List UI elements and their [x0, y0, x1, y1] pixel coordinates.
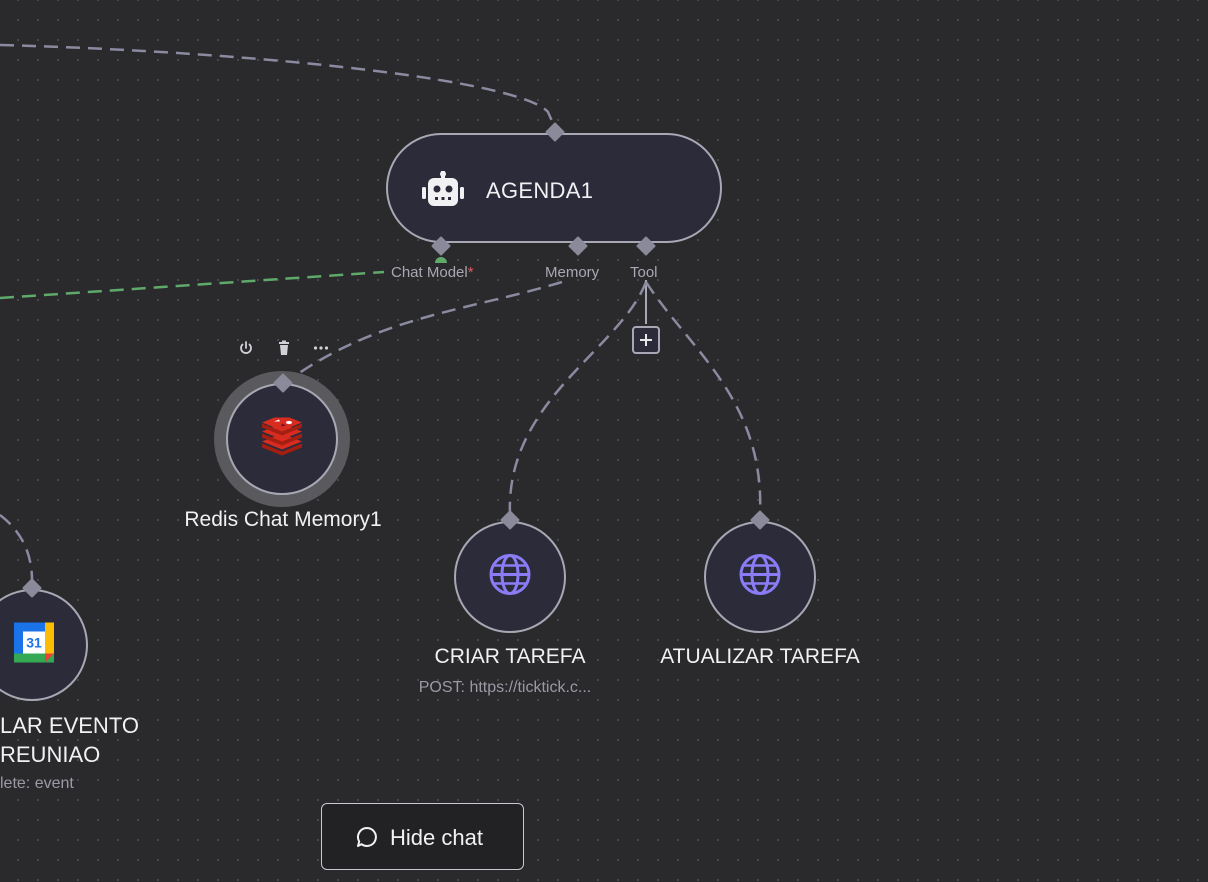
required-marker: *	[467, 264, 474, 281]
trash-icon[interactable]	[274, 338, 294, 358]
criar-tarefa-subtitle: POST: https://ticktick.c...	[418, 679, 592, 696]
chat-bubble-icon	[355, 825, 379, 854]
add-tool-button[interactable]	[632, 326, 660, 354]
agent-node[interactable]: AGENDA1	[386, 133, 722, 243]
edge-memory[interactable]	[291, 280, 563, 380]
atualizar-tarefa-node[interactable]	[704, 521, 816, 633]
chat-model-connected-marker	[435, 257, 447, 263]
globe-icon	[738, 553, 782, 602]
criar-tarefa-node[interactable]	[454, 521, 566, 633]
robot-icon	[420, 171, 466, 211]
edge-tool-criar[interactable]	[508, 281, 648, 516]
calendar-node-title-line1: LAR EVENTO	[0, 713, 139, 738]
plus-icon	[640, 334, 652, 346]
atualizar-tarefa-title: ATUALIZAR TAREFA	[660, 645, 860, 668]
calendar-node-subtitle: lete: event	[0, 775, 74, 792]
google-calendar-icon: 31	[12, 621, 56, 670]
hide-chat-button[interactable]: Hide chat	[321, 803, 524, 870]
globe-icon	[488, 553, 532, 602]
redis-icon	[260, 414, 304, 461]
edge-chat-model[interactable]	[0, 270, 385, 300]
google-calendar-node[interactable]: 31	[0, 589, 88, 701]
calendar-node-title-line2: REUNIAO	[0, 742, 101, 767]
memory-node-toolbar	[236, 338, 336, 358]
redis-memory-node[interactable]	[226, 383, 338, 495]
agent-node-title: AGENDA1	[486, 178, 594, 203]
hide-chat-label: Hide chat	[390, 825, 483, 850]
tool-port-label: Tool	[630, 264, 658, 281]
memory-port-label: Memory	[545, 264, 600, 281]
edge-tool-atualizar[interactable]	[644, 281, 762, 516]
more-horizontal-icon[interactable]	[311, 338, 331, 358]
chat-model-port-label: Chat Model*	[391, 264, 474, 281]
power-icon[interactable]	[236, 338, 256, 358]
calendar-day-number: 31	[26, 635, 42, 651]
criar-tarefa-title: CRIAR TAREFA	[434, 645, 586, 668]
edge-trigger-to-agent[interactable]	[0, 43, 557, 129]
edge-calendar[interactable]	[0, 514, 34, 581]
redis-memory-node-title: Redis Chat Memory1	[184, 508, 382, 531]
